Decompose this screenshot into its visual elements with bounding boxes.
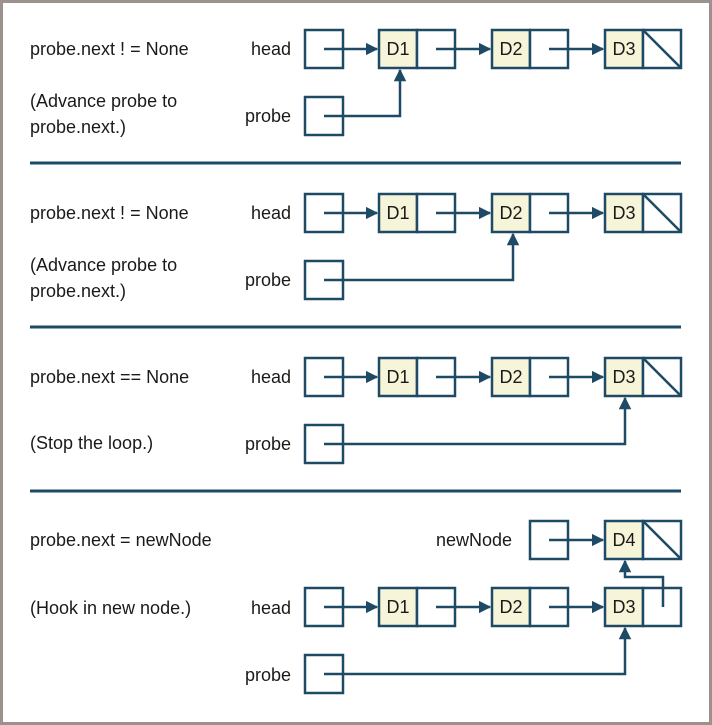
hook-arrow-d3-d4	[618, 559, 665, 607]
null-slash	[642, 193, 682, 233]
probe-arrow	[324, 68, 407, 118]
description-line: (Advance probe to	[30, 255, 177, 275]
probe-label: probe	[245, 434, 291, 454]
linked-list-diagram: probe.next ! = None (Advance probe to pr…	[30, 28, 683, 695]
null-slash	[642, 520, 682, 560]
node-d1-data	[377, 192, 419, 234]
condition-text: probe.next ! = None	[30, 39, 189, 59]
description-line: (Advance probe to	[30, 91, 177, 111]
condition-text: probe.next == None	[30, 367, 189, 387]
description-line: probe.next.)	[30, 117, 126, 137]
null-slash	[642, 29, 682, 69]
node-d4-data	[603, 519, 645, 561]
description-line: (Hook in new node.)	[30, 598, 191, 618]
condition-text: probe.next = newNode	[30, 530, 212, 550]
node-d3-label: D3	[612, 39, 635, 59]
node-d2-label: D2	[499, 39, 522, 59]
node-d1-label: D1	[386, 39, 409, 59]
node-d3-label: D3	[612, 597, 635, 617]
description-line: (Stop the loop.)	[30, 433, 153, 453]
head-label: head	[251, 598, 291, 618]
condition-text: probe.next ! = None	[30, 203, 189, 223]
newnode-label: newNode	[436, 530, 512, 550]
node-d1-label: D1	[386, 203, 409, 223]
node-d3-data	[603, 356, 645, 398]
probe-label: probe	[245, 665, 291, 685]
node-d1-data	[377, 28, 419, 70]
node-d1-data	[377, 356, 419, 398]
description-line: probe.next.)	[30, 281, 126, 301]
probe-label: probe	[245, 106, 291, 126]
probe-arrow	[324, 232, 520, 282]
node-d1-label: D1	[386, 597, 409, 617]
probe-arrow	[324, 626, 632, 676]
node-d2-data	[490, 28, 532, 70]
panel-3: probe.next == None (Stop the loop.) head…	[30, 356, 683, 465]
node-d2-data	[490, 356, 532, 398]
head-label: head	[251, 203, 291, 223]
head-label: head	[251, 39, 291, 59]
null-slash	[642, 357, 682, 397]
node-d3-label: D3	[612, 203, 635, 223]
head-label: head	[251, 367, 291, 387]
node-d3-label: D3	[612, 367, 635, 387]
panel-4: probe.next = newNode (Hook in new node.)…	[30, 519, 683, 695]
node-d4-label: D4	[612, 530, 635, 550]
panel-2: probe.next ! = None (Advance probe to pr…	[30, 192, 683, 301]
node-d2-label: D2	[499, 597, 522, 617]
probe-label: probe	[245, 270, 291, 290]
node-d2-data	[490, 586, 532, 628]
panel-1: probe.next ! = None (Advance probe to pr…	[30, 28, 683, 137]
probe-arrow	[324, 396, 632, 446]
node-d2-data	[490, 192, 532, 234]
node-d2-label: D2	[499, 203, 522, 223]
node-d2-label: D2	[499, 367, 522, 387]
node-d1-label: D1	[386, 367, 409, 387]
